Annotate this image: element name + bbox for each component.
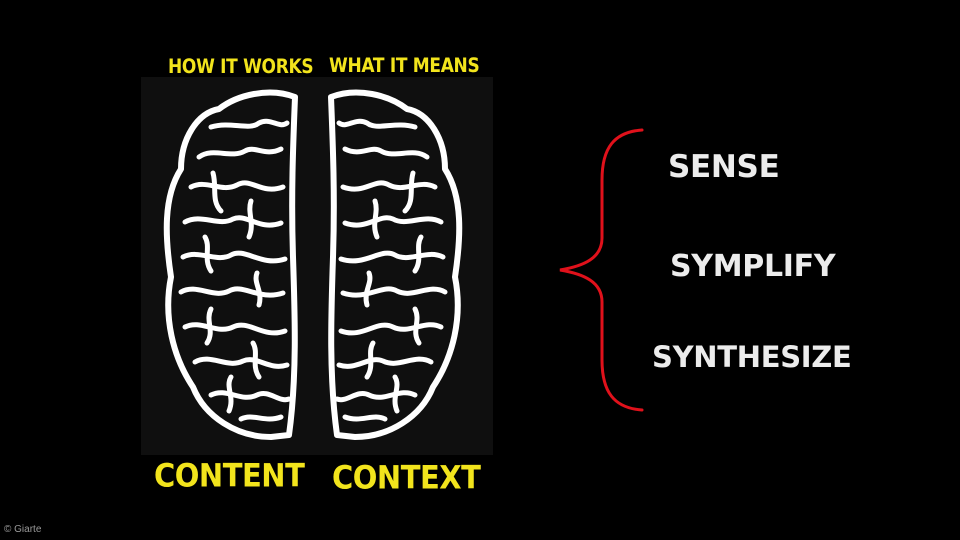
word-symplify: SYMPLIFY (670, 249, 836, 284)
word-synthesize: SYNTHESIZE (652, 340, 852, 374)
word-sense: SENSE (668, 149, 780, 185)
curly-brace-path (559, 128, 644, 412)
brain-illustration (141, 77, 493, 455)
label-content: CONTENT (154, 456, 305, 495)
label-what-it-means: WHAT IT MEANS (329, 54, 480, 78)
brain-panel-background (141, 77, 493, 455)
copyright-text: © Giarte (4, 524, 42, 535)
label-context: CONTEXT (332, 458, 481, 497)
right-hemisphere-outline (328, 89, 463, 440)
label-how-it-works: HOW IT WORKS (168, 55, 314, 79)
brain-folds (178, 118, 448, 422)
left-hemisphere-outline (163, 89, 298, 440)
curly-brace (559, 128, 644, 412)
